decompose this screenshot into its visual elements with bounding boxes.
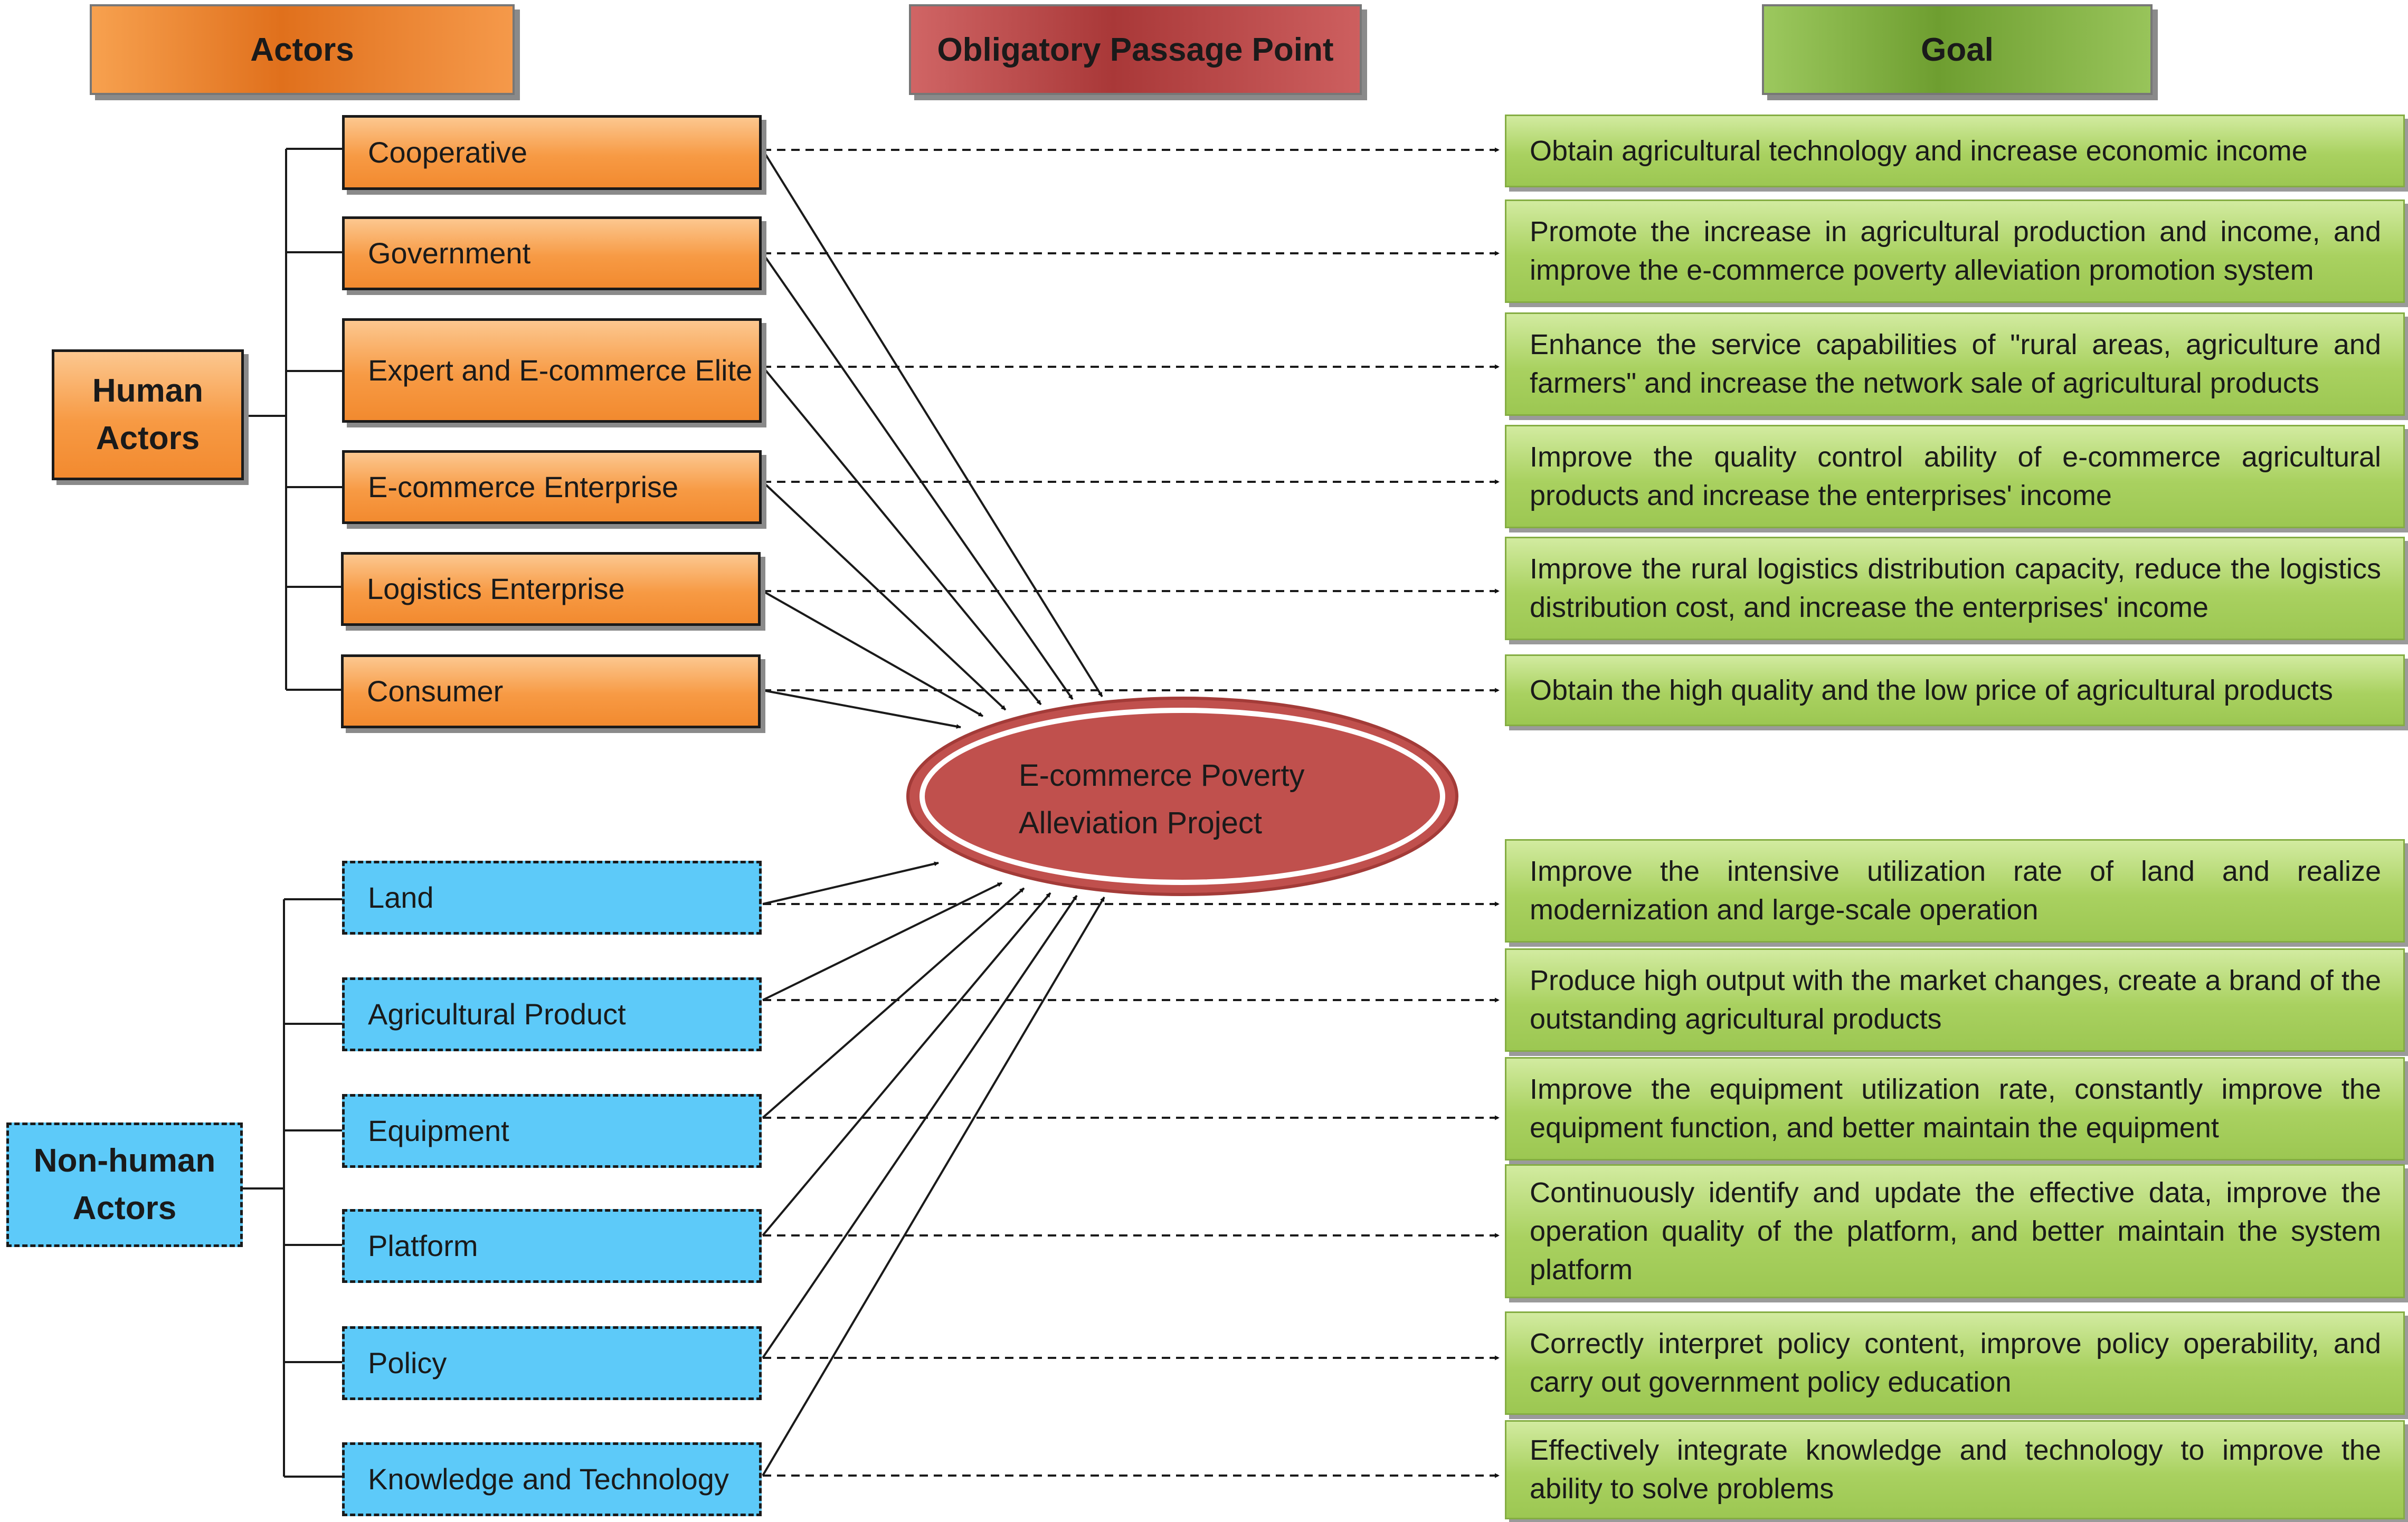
opp-arrow (762, 887, 1025, 1119)
goal-item: Improve the intensive utilization rate o… (1505, 839, 2405, 943)
goal-item: Effectively integrate knowledge and tech… (1505, 1420, 2405, 1519)
goal-text: Obtain the high quality and the low pric… (1530, 674, 2333, 706)
goal-text: Promote the increase in agricultural pro… (1530, 216, 2381, 286)
actor-policy: Policy (342, 1326, 762, 1400)
opp-arrow (762, 366, 1042, 706)
goal-item: Continuously identify and update the eff… (1505, 1164, 2405, 1298)
opp-arrow (762, 481, 1007, 711)
opp-arrow (762, 149, 1103, 698)
goal-text: Improve the equipment utilization rate, … (1530, 1073, 2381, 1144)
goal-text: Obtain agricultural technology and incre… (1530, 135, 2308, 167)
actor-ecommerce-enterprise: E-commerce Enterprise (342, 450, 762, 524)
opp-header: Obligatory Passage Point (909, 4, 1362, 95)
opp-arrow (762, 892, 1051, 1236)
actor-equipment: Equipment (342, 1094, 762, 1168)
goal-text: Improve the intensive utilization rate o… (1530, 855, 2381, 926)
goal-item: Promote the increase in agricultural pro… (1505, 199, 2405, 303)
opp-arrow (762, 861, 939, 905)
opp-arrow (762, 882, 1002, 1001)
opp-arrow (762, 896, 1105, 1477)
goal-text: Produce high output with the market chan… (1530, 965, 2381, 1035)
opp-ellipse (906, 697, 1458, 896)
opp-arrow (762, 252, 1074, 700)
goal-item: Obtain the high quality and the low pric… (1505, 654, 2405, 726)
opp-arrows (762, 149, 1105, 1477)
goal-arrows (763, 147, 1500, 1478)
goal-text: Continuously identify and update the eff… (1530, 1176, 2381, 1286)
goal-text: Improve the rural logistics distribution… (1530, 553, 2381, 623)
goal-item: Produce high output with the market chan… (1505, 948, 2405, 1052)
actor-land: Land (342, 861, 762, 935)
goal-item: Improve the equipment utilization rate, … (1505, 1057, 2405, 1160)
actor-expert-elite: Expert and E-commerce Elite (342, 318, 762, 423)
goal-text: Enhance the service capabilities of "rur… (1530, 329, 2381, 399)
actor-consumer: Consumer (341, 654, 761, 728)
actors-header: Actors (90, 4, 515, 95)
goal-text: Effectively integrate knowledge and tech… (1530, 1434, 2381, 1505)
nonhuman-actors-bracket (243, 898, 342, 1478)
actor-cooperative: Cooperative (342, 115, 762, 190)
opp-label: E-commerce Poverty Alleviation Project (1019, 758, 1305, 840)
actor-agricultural-product: Agricultural Product (342, 977, 762, 1051)
opp-arrow (762, 895, 1078, 1359)
opp-arrow (762, 689, 961, 729)
goal-item: Enhance the service capabilities of "rur… (1505, 312, 2405, 416)
goal-text: Improve the quality control ability of e… (1530, 441, 2381, 511)
goal-item: Correctly interpret policy content, impr… (1505, 1311, 2405, 1415)
nonhuman-actors-group: Non-human Actors (6, 1123, 243, 1247)
actor-logistics-enterprise: Logistics Enterprise (341, 552, 761, 626)
goal-header: Goal (1762, 4, 2153, 95)
goal-item: Obtain agricultural technology and incre… (1505, 115, 2405, 187)
actor-platform: Platform (342, 1209, 762, 1283)
goal-item: Improve the quality control ability of e… (1505, 425, 2405, 528)
human-actors-bracket (244, 148, 342, 691)
goal-text: Correctly interpret policy content, impr… (1530, 1328, 2381, 1398)
opp-arrow (762, 590, 983, 717)
actor-knowledge-technology: Knowledge and Technology (342, 1442, 762, 1516)
human-actors-group: Human Actors (52, 349, 244, 480)
goal-item: Improve the rural logistics distribution… (1505, 537, 2405, 640)
actor-government: Government (342, 216, 762, 290)
